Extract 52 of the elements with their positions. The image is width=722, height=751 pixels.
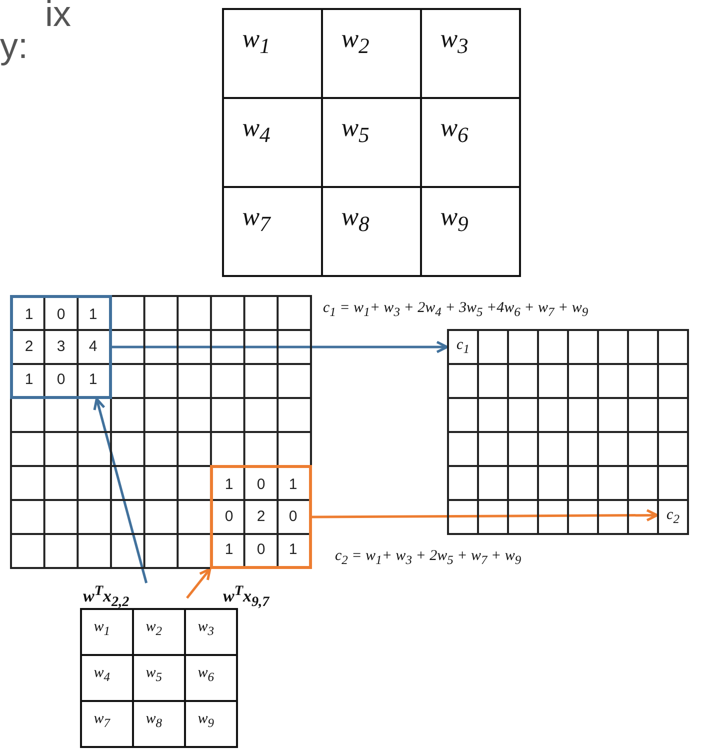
weight-cell: w$_{6}$ [422,99,521,188]
equation: c$_{2}$ = w$_{1}$+ w$_{3}$ + 2w$_{5}$ + w$_{7}$ + w$_{9}$ [335,548,522,568]
weight-cell: w$_{5}$ [134,656,186,702]
weight-cell: w$_{5}$ [323,99,422,188]
weight-cell: w$_{4}$ [224,99,323,188]
weight-cell: w$_{1}$ [82,610,134,656]
cell-value: 1 [224,541,234,558]
output-grid [447,329,689,535]
cell-value: 2 [256,508,266,526]
weight-cell: w$_{9}$ [186,702,238,748]
sliding-window [210,465,312,569]
cell-value: 1 [288,476,298,493]
cell-value: 0 [256,541,266,558]
arrow [112,340,448,354]
product-label: w$^{T}$x$_{9,7}$ [223,583,270,612]
cell-value: 1 [24,371,34,388]
cell-value: 0 [224,508,234,526]
weight-cell: w$_{1}$ [224,10,323,99]
arrow [186,568,212,599]
input-grid [10,295,312,569]
weight-cell: w$_{2}$ [323,10,422,99]
sliding-window [10,295,112,399]
cell-value: 0 [288,508,298,526]
cell-value: 0 [256,476,266,493]
weight-cell: w$_{9}$ [422,188,521,277]
weight-cell: w$_{3}$ [186,610,238,656]
cell-value: 1 [24,306,34,323]
weight-cell: w$_{8}$ [323,188,422,277]
output-value: c$_{2}$ [666,507,680,527]
equation: c$_{1}$ = w$_{1}$+ w$_{3}$ + 2w$_{4}$ + 3w$_{5}$ +4w$_{6}$ + w$_{7}$ + w$_{9}$ [323,300,588,320]
cell-value: 4 [88,338,98,356]
arrow [93,398,148,584]
weight-cell: w$_{4}$ [82,656,134,702]
weight-cell: w$_{7}$ [82,702,134,748]
cell-value: 0 [56,371,66,388]
product-label: w$^{T}$x$_{2,2}$ [83,583,130,612]
cell-value: 1 [88,371,98,388]
slide-text: y: [0,28,28,64]
weight-cell: w$_{6}$ [186,656,238,702]
weight-cell: w$_{3}$ [422,10,521,99]
cell-value: 0 [56,306,66,323]
slide-text: ix [45,0,71,32]
cell-value: 3 [56,338,66,356]
weight-cell: w$_{8}$ [134,702,186,748]
cell-value: 1 [288,541,298,558]
cell-value: 1 [88,306,98,323]
arrow [312,509,658,522]
weight-cell: w$_{7}$ [224,188,323,277]
output-value: c$_{1}$ [456,337,470,357]
weight-cell: w$_{2}$ [134,610,186,656]
cell-value: 1 [224,476,234,493]
cell-value: 2 [24,338,34,356]
